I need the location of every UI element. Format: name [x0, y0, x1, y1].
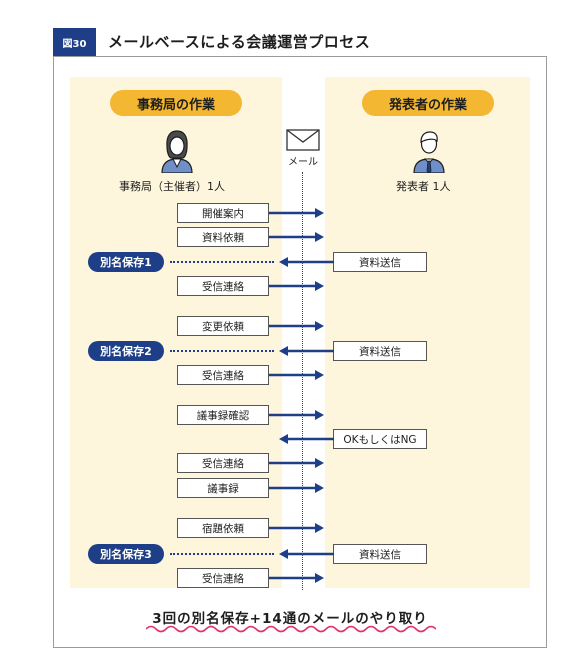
arrow-left — [279, 257, 334, 267]
envelope-icon — [286, 129, 320, 151]
arrow-right — [269, 523, 324, 533]
save-connector — [170, 350, 274, 352]
message-box: 開催案内 — [177, 203, 269, 223]
save-connector — [170, 553, 274, 555]
lane-title-presenter: 発表者の作業 — [362, 90, 494, 116]
figure-number: 図30 — [53, 28, 96, 56]
message-box: 受信連絡 — [177, 365, 269, 385]
save-badge: 別名保存3 — [88, 544, 164, 564]
reply-box: OKもしくはNG — [333, 429, 427, 449]
arrow-right — [269, 321, 324, 331]
save-badge: 別名保存1 — [88, 252, 164, 272]
arrow-left — [279, 346, 334, 356]
arrow-right — [269, 410, 324, 420]
wavy-underline — [146, 625, 436, 633]
arrow-right — [269, 573, 324, 583]
figure-title: メールベースによる会議運営プロセス — [108, 33, 371, 51]
message-box: 受信連絡 — [177, 276, 269, 296]
message-box: 資料依頼 — [177, 227, 269, 247]
arrow-right — [269, 232, 324, 242]
arrow-left — [279, 434, 334, 444]
arrow-left — [279, 549, 334, 559]
message-box: 受信連絡 — [177, 568, 269, 588]
figure-frame — [53, 56, 547, 648]
message-box: 議事録 — [177, 478, 269, 498]
message-box: 議事録確認 — [177, 405, 269, 425]
reply-box: 資料送信 — [333, 544, 427, 564]
arrow-right — [269, 483, 324, 493]
summary-text: 3回の別名保存+14通のメールのやり取り — [152, 611, 428, 627]
reply-box: 資料送信 — [333, 252, 427, 272]
presenter-label: 発表者 1人 — [396, 180, 451, 193]
arrow-right — [269, 370, 324, 380]
secretariat-label: 事務局（主催者）1人 — [119, 180, 225, 193]
mail-label: メール — [288, 157, 318, 168]
save-badge: 別名保存2 — [88, 341, 164, 361]
save-connector — [170, 261, 274, 263]
arrow-right — [269, 208, 324, 218]
message-box: 宿題依頼 — [177, 518, 269, 538]
secretariat-person-icon — [161, 130, 193, 173]
arrow-right — [269, 281, 324, 291]
presenter-person-icon — [413, 131, 445, 173]
message-box: 変更依頼 — [177, 316, 269, 336]
message-box: 受信連絡 — [177, 453, 269, 473]
reply-box: 資料送信 — [333, 341, 427, 361]
lane-title-secretariat: 事務局の作業 — [110, 90, 242, 116]
mail-timeline — [302, 172, 303, 590]
arrow-right — [269, 458, 324, 468]
